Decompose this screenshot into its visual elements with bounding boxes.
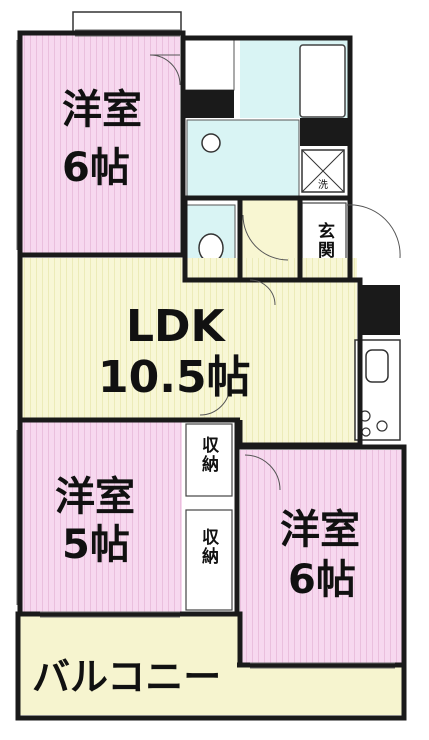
room-bedroom-se — [240, 450, 402, 665]
wall-pillar-3 — [362, 285, 400, 335]
walls — [15, 30, 407, 721]
storage-upper — [185, 423, 233, 497]
toilet-icon — [198, 233, 224, 263]
bedroom-se-size: 6帖 — [288, 557, 356, 603]
sink-icon — [365, 349, 389, 383]
room-bedroom-nw — [22, 35, 180, 253]
storage-upper-label: 収納 — [198, 436, 218, 474]
bedroom-sw-name: 洋室 — [55, 474, 135, 520]
washer-pan-mark: 洗 — [318, 179, 328, 191]
storage-lower-label: 収納 — [198, 528, 218, 566]
bathtub — [299, 44, 346, 118]
closet-nw — [181, 39, 235, 91]
balcony-east — [238, 665, 402, 715]
ldk-size: 10.5帖 — [98, 352, 251, 403]
bedroom-nw-name: 洋室 — [62, 87, 142, 133]
wash-basin-icon — [201, 133, 221, 153]
ldk-name: LDK — [126, 301, 225, 352]
room-bedroom-sw — [22, 420, 182, 612]
door-swings — [149, 54, 401, 491]
entrance-label: 玄関 — [314, 222, 334, 260]
washroom — [186, 119, 300, 198]
storage-lower — [185, 509, 233, 611]
nw-window-box — [72, 11, 182, 33]
room-balcony — [18, 615, 238, 715]
room-ldk-kitchen — [240, 280, 357, 445]
wall-pillar-1 — [182, 90, 234, 118]
bedroom-nw-size: 6帖 — [62, 145, 130, 191]
balcony-label: バルコニー — [32, 655, 222, 699]
bedroom-sw-size: 5帖 — [62, 522, 130, 568]
wall-pillar-2 — [300, 118, 348, 146]
bedroom-se-name: 洋室 — [280, 507, 360, 553]
windows — [16, 29, 395, 669]
